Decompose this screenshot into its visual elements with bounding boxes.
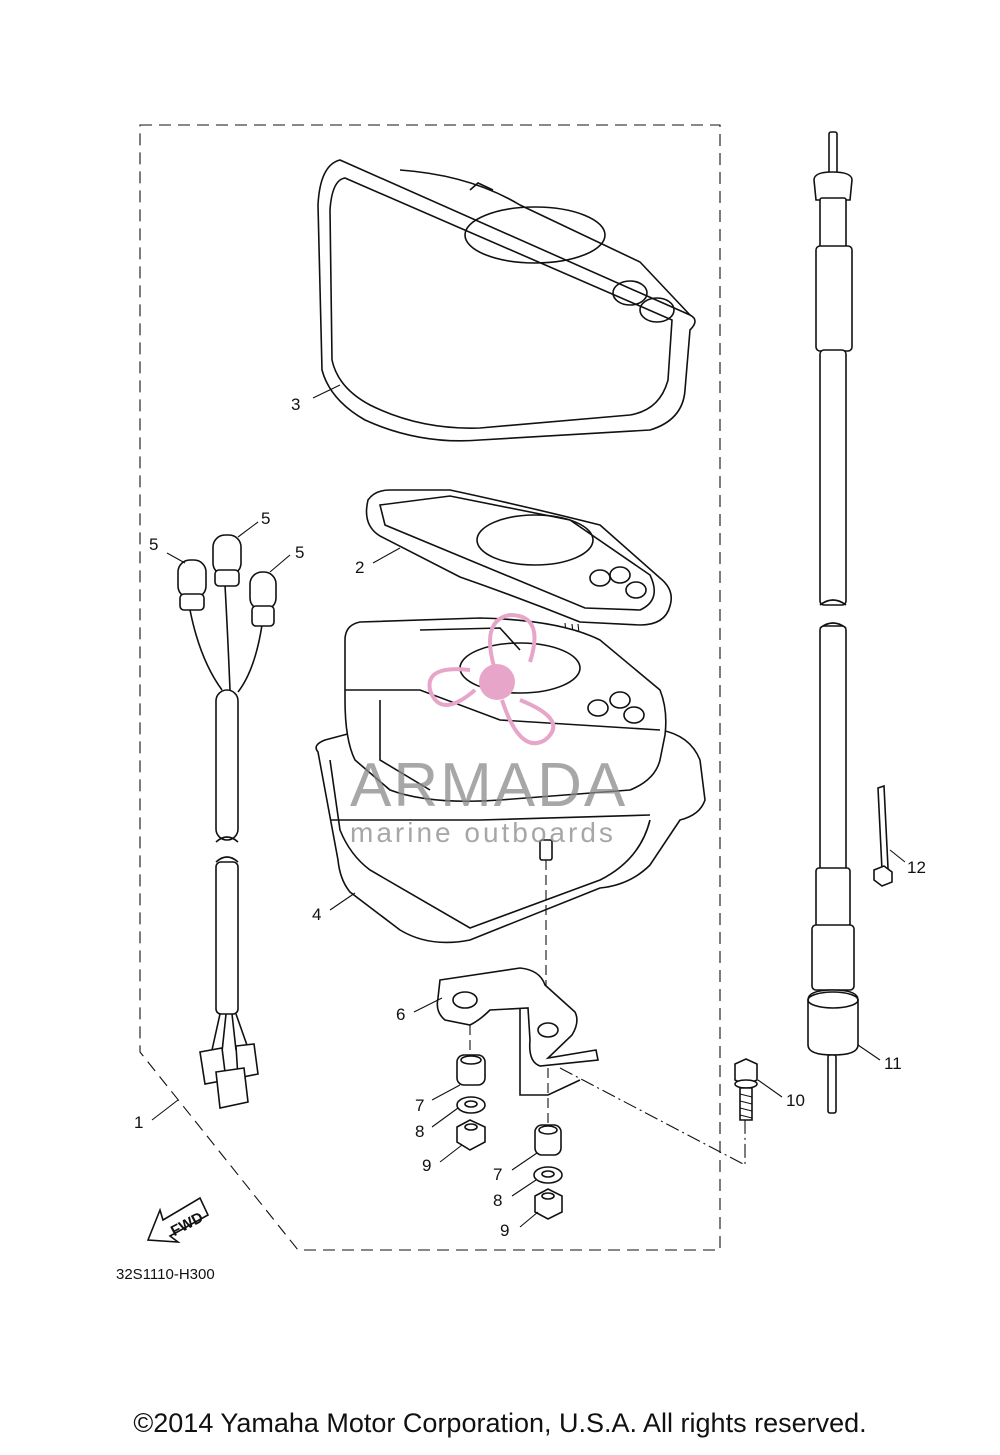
callout-9-left: 9 (422, 1156, 431, 1175)
leader-lines (151, 384, 906, 1228)
part-5-bulb-right[interactable] (249, 571, 277, 627)
diagram-code: 32S1110-H300 (116, 1266, 215, 1283)
part-5-bulb-left[interactable] (177, 559, 207, 611)
assembly-boundary (139, 124, 721, 1251)
watermark-title: ARMADA (350, 751, 627, 820)
callout-5-left: 5 (149, 535, 158, 554)
part-8-washer-right[interactable] (533, 1166, 563, 1184)
callout-11: 11 (884, 1054, 902, 1073)
armada-watermark: ARMADA marine outboards (350, 612, 627, 848)
callout-1: 1 (134, 1113, 143, 1132)
part-8-washer-left[interactable] (456, 1096, 486, 1114)
callout-labels: 3 2 4 5 5 5 6 7 8 9 7 8 9 10 11 12 1 (134, 395, 926, 1240)
callout-12: 12 (907, 858, 926, 877)
part-11-meter-cable[interactable] (807, 131, 859, 1114)
callout-5-right: 5 (295, 543, 304, 562)
part-9-nut-left[interactable] (456, 1119, 486, 1151)
callout-5-top: 5 (261, 509, 270, 528)
callout-6: 6 (396, 1005, 405, 1024)
callout-7-right: 7 (493, 1165, 502, 1184)
callout-7-left: 7 (415, 1096, 424, 1115)
part-12-cable-tie[interactable] (873, 784, 893, 887)
part-7-grommet-right[interactable] (534, 1124, 562, 1156)
fwd-arrow: FWD (146, 1196, 210, 1243)
callout-4: 4 (312, 905, 321, 924)
part-10-bolt[interactable] (734, 1058, 758, 1121)
callout-8-left: 8 (415, 1122, 424, 1141)
propeller-logo-icon (427, 612, 556, 746)
callout-10: 10 (786, 1091, 805, 1110)
part-6-bracket[interactable] (436, 967, 746, 1166)
callout-3: 3 (291, 395, 300, 414)
part-5-bulb-center[interactable] (212, 534, 242, 587)
copyright-notice: ©2014 Yamaha Motor Corporation, U.S.A. A… (133, 1408, 867, 1438)
callout-2: 2 (355, 558, 364, 577)
part-3-meter-cover[interactable] (317, 159, 696, 442)
part-9-nut-right[interactable] (534, 1188, 563, 1220)
part-1-wire-harness[interactable] (189, 584, 263, 1109)
part-7-grommet-left[interactable] (456, 1054, 486, 1086)
callout-9-right: 9 (500, 1221, 509, 1240)
callout-8-right: 8 (493, 1191, 502, 1210)
part-2-panel[interactable] (365, 489, 673, 634)
watermark-subtitle: marine outboards (350, 817, 616, 848)
